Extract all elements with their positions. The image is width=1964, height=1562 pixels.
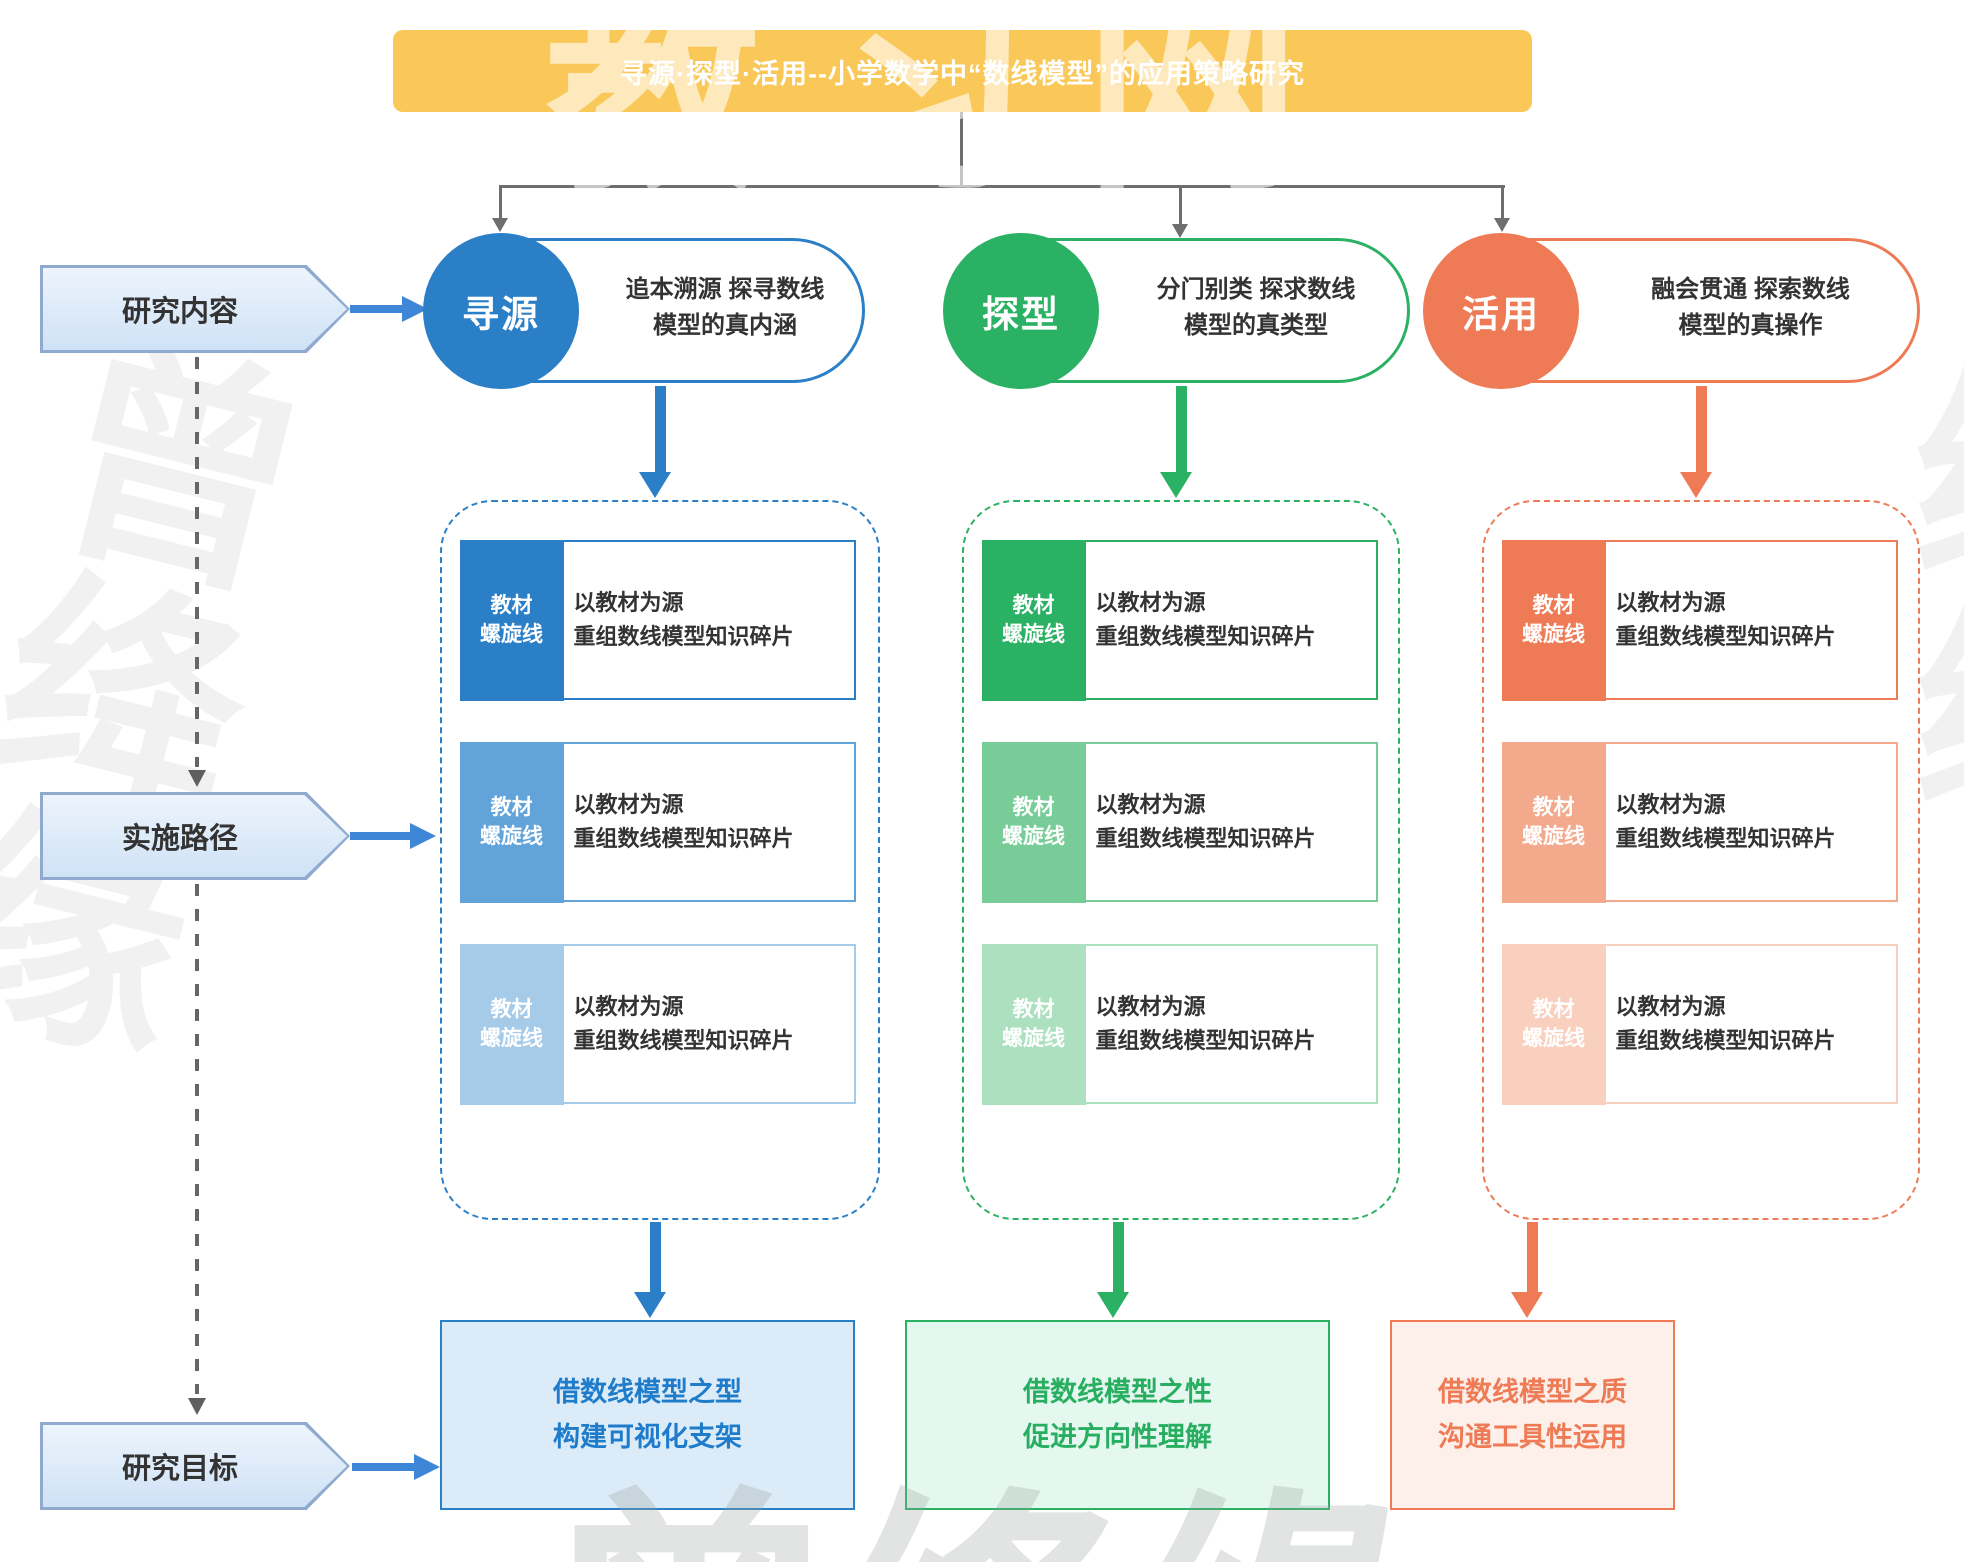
column-arrow-head (1680, 472, 1712, 498)
path-card: 教材螺旋线 以教材为源重组数线模型知识碎片 (1501, 539, 1898, 701)
connector-line (960, 112, 963, 186)
phase-circle: 寻源 (423, 233, 579, 389)
phase-circle-label: 活用 (1462, 294, 1540, 335)
card-tag: 教材螺旋线 (459, 539, 564, 701)
column-arrow (655, 386, 666, 474)
stage-label-implementation-path: 实施路径 (40, 792, 350, 880)
card-body-text: 以教材为源重组数线模型知识碎片 (573, 589, 794, 649)
path-card: 教材螺旋线 以教材为源重组数线模型知识碎片 (981, 741, 1378, 903)
phase-description: 分门别类 探求数线模型的真类型 (1156, 276, 1356, 339)
flow-arrow-head (414, 1454, 440, 1480)
card-body-text: 以教材为源重组数线模型知识碎片 (1615, 589, 1836, 649)
path-card: 教材螺旋线 以教材为源重组数线模型知识碎片 (1501, 741, 1898, 903)
card-body-text: 以教材为源重组数线模型知识碎片 (1095, 993, 1316, 1053)
connector-arrowhead (492, 218, 508, 232)
stage-label-text: 研究目标 (43, 1425, 347, 1507)
connector-line (499, 185, 1505, 188)
card-tag: 教材螺旋线 (459, 741, 564, 903)
card-body-text: 以教材为源重组数线模型知识碎片 (1095, 791, 1316, 851)
card-body-text: 以教材为源重组数线模型知识碎片 (1615, 993, 1836, 1053)
phase-description: 融会贯通 探索数线模型的真操作 (1651, 276, 1850, 339)
connector-line (1179, 186, 1182, 225)
path-container (1482, 500, 1920, 1220)
connector-line (499, 186, 502, 219)
dashed-connector-arrowhead (188, 1398, 206, 1415)
column-arrow-head (1511, 1292, 1543, 1318)
flow-arrow (350, 832, 410, 840)
path-card: 教材螺旋线 以教材为源重组数线模型知识碎片 (459, 943, 856, 1105)
connector-arrowhead (1172, 224, 1188, 238)
column-arrow-head (634, 1292, 666, 1318)
path-container (962, 500, 1400, 1220)
column-arrow (650, 1222, 661, 1294)
card-tag: 教材螺旋线 (981, 943, 1086, 1105)
flow-arrow-head (410, 823, 436, 849)
stage-label-research-content: 研究内容 (40, 265, 350, 353)
title-banner: 寻源·探型·活用--小学数学中“数线模型”的应用策略研究 (393, 30, 1532, 112)
phase-description: 追本溯源 探寻数线模型的真内涵 (625, 276, 825, 339)
card-tag: 教材螺旋线 (1501, 943, 1606, 1105)
dashed-connector (195, 357, 199, 767)
dashed-connector (195, 884, 199, 1394)
path-card: 教材螺旋线 以教材为源重组数线模型知识碎片 (981, 943, 1378, 1105)
flow-arrow (350, 305, 406, 313)
connector-arrowhead (1494, 218, 1510, 232)
goal-box: 借数线模型之性促进方向性理解 (905, 1320, 1330, 1510)
card-tag: 教材螺旋线 (981, 741, 1086, 903)
phase-circle-label: 寻源 (462, 294, 540, 335)
stage-label-text: 实施路径 (43, 795, 347, 877)
card-tag: 教材螺旋线 (1501, 539, 1606, 701)
card-tag: 教材螺旋线 (1501, 741, 1606, 903)
path-card: 教材螺旋线 以教材为源重组数线模型知识碎片 (459, 741, 856, 903)
column-arrow-head (1097, 1292, 1129, 1318)
connector-line (1501, 186, 1504, 219)
column-arrow (1527, 1222, 1538, 1294)
column-arrow (1113, 1222, 1124, 1294)
stage-label-research-goal: 研究目标 (40, 1422, 350, 1510)
goal-box: 借数线模型之型构建可视化支架 (440, 1320, 855, 1510)
goal-box: 借数线模型之质沟通工具性运用 (1390, 1320, 1675, 1510)
path-container (440, 500, 880, 1220)
phase-circle-label: 探型 (982, 294, 1060, 335)
column-arrow-head (1160, 472, 1192, 498)
card-body-text: 以教材为源重组数线模型知识碎片 (1095, 589, 1316, 649)
card-body-text: 以教材为源重组数线模型知识碎片 (573, 791, 794, 851)
flow-arrow (352, 1463, 414, 1471)
stage-label-text: 研究内容 (43, 268, 347, 350)
card-body-text: 以教材为源重组数线模型知识碎片 (573, 993, 794, 1053)
card-body-text: 以教材为源重组数线模型知识碎片 (1615, 791, 1836, 851)
column-arrow (1696, 386, 1707, 474)
phase-circle: 探型 (943, 233, 1099, 389)
column-arrow (1176, 386, 1187, 474)
page-title: 寻源·探型·活用--小学数学中“数线模型”的应用策略研究 (620, 58, 1305, 89)
phase-circle: 活用 (1423, 233, 1579, 389)
column-arrow-head (639, 472, 671, 498)
dashed-connector-arrowhead (188, 770, 206, 787)
card-tag: 教材螺旋线 (459, 943, 564, 1105)
path-card: 教材螺旋线 以教材为源重组数线模型知识碎片 (459, 539, 856, 701)
path-card: 教材螺旋线 以教材为源重组数线模型知识碎片 (981, 539, 1378, 701)
path-card: 教材螺旋线 以教材为源重组数线模型知识碎片 (1501, 943, 1898, 1105)
card-tag: 教材螺旋线 (981, 539, 1086, 701)
